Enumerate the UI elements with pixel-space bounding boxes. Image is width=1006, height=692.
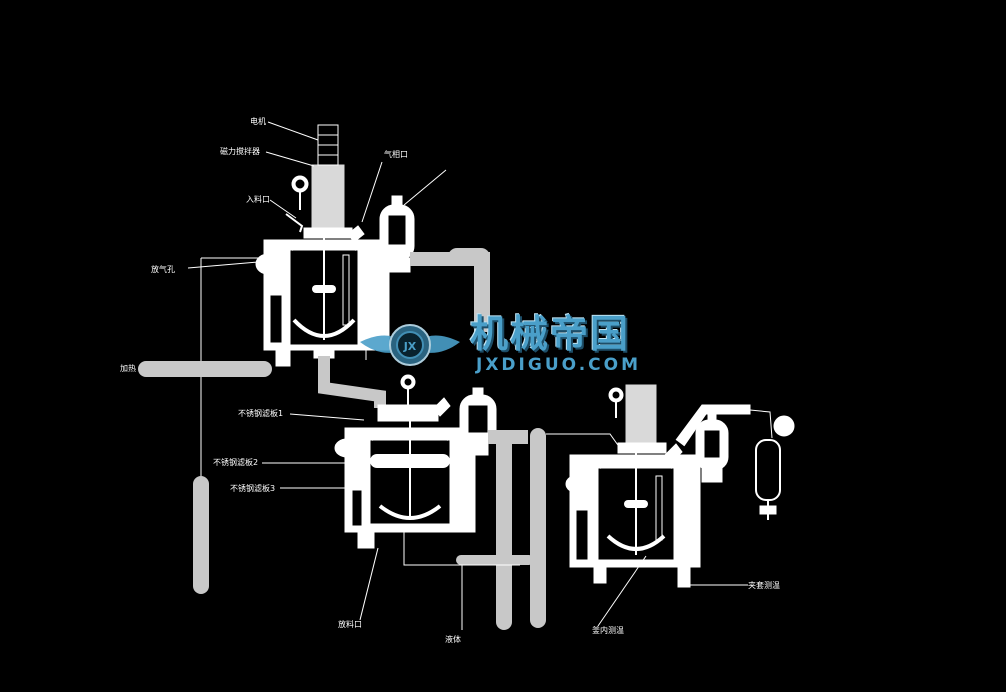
stirrer-3 (625, 384, 657, 446)
label-vent-valve: 放气孔 (151, 265, 175, 274)
label-inner-temp: 釜内测温 (592, 626, 624, 635)
label-magnetic-stirrer: 磁力搅拌器 (220, 147, 260, 156)
reactor-3 (565, 384, 701, 588)
watermark-logo (360, 324, 460, 366)
label-liquid: 液体 (445, 635, 461, 644)
receiver-vessel (755, 439, 781, 501)
condenser-3 (695, 409, 729, 483)
watermark-logo-letters: JX (403, 340, 417, 353)
reactor-2 (334, 374, 476, 549)
heating-pipe (138, 361, 272, 377)
label-gas-outlet: 气相口 (384, 150, 408, 159)
label-filter-plate-3: 不锈钢滤板3 (230, 484, 276, 493)
watermark-en: JXDIGUO.COM (476, 355, 642, 375)
label-filter-plate-1: 不锈钢滤板1 (238, 409, 284, 418)
label-discharge-outlet: 放料口 (338, 620, 362, 629)
watermark-cn: 机械帝国 (470, 312, 631, 356)
left-vertical-pipe (193, 476, 209, 594)
reactor-1 (255, 124, 390, 367)
label-jacket-temp: 夹套测温 (748, 581, 780, 590)
label-heating: 加热 (120, 364, 136, 373)
label-motor: 电机 (250, 117, 266, 126)
feed-funnel (285, 213, 304, 233)
condenser-2 (459, 387, 497, 456)
leader-lines (187, 121, 748, 627)
magnetic-stirrer-body (311, 164, 345, 231)
label-filter-plate-2: 不锈钢滤板2 (213, 458, 259, 467)
label-feed-inlet: 入料口 (246, 195, 270, 204)
condenser-1 (374, 195, 415, 351)
